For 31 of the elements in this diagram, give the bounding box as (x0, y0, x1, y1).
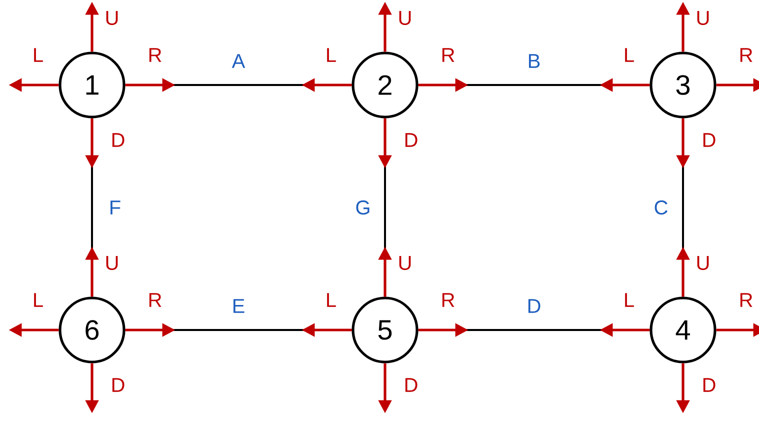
arrow-label: R (149, 293, 162, 307)
edge-label: G (354, 199, 372, 216)
edge-label: E (230, 298, 246, 314)
arrow-label: L (625, 48, 634, 62)
arrow-label: U (697, 11, 709, 25)
arrow-label: D (703, 133, 716, 147)
edge-label: F (108, 200, 122, 216)
arrow-label: L (34, 48, 43, 62)
arrow-label: R (442, 48, 454, 62)
arrow-label: R (740, 293, 752, 307)
arrow-label: U (399, 11, 411, 25)
arrow-label: U (106, 256, 118, 270)
edge-label: A (230, 53, 246, 69)
arrow-label: R (442, 293, 454, 307)
edge-label: C (652, 199, 670, 216)
edge-label: D (526, 298, 542, 314)
arrow-label: L (34, 293, 43, 307)
edge-label: B (526, 53, 542, 69)
arrow-label: U (697, 256, 709, 270)
arrow-label: L (327, 48, 336, 62)
arrow-label: U (106, 11, 118, 25)
arrow-label: D (405, 133, 418, 147)
arrow-label: D (112, 133, 124, 147)
arrow-label: D (405, 378, 418, 392)
arrow-label: U (399, 256, 411, 270)
arrow-label: L (327, 293, 336, 307)
arrow-label: D (703, 378, 716, 392)
arrow-label: R (149, 48, 162, 62)
arrow-label: L (625, 293, 634, 307)
arrow-label: D (112, 378, 124, 392)
arrow-label: R (740, 48, 752, 62)
